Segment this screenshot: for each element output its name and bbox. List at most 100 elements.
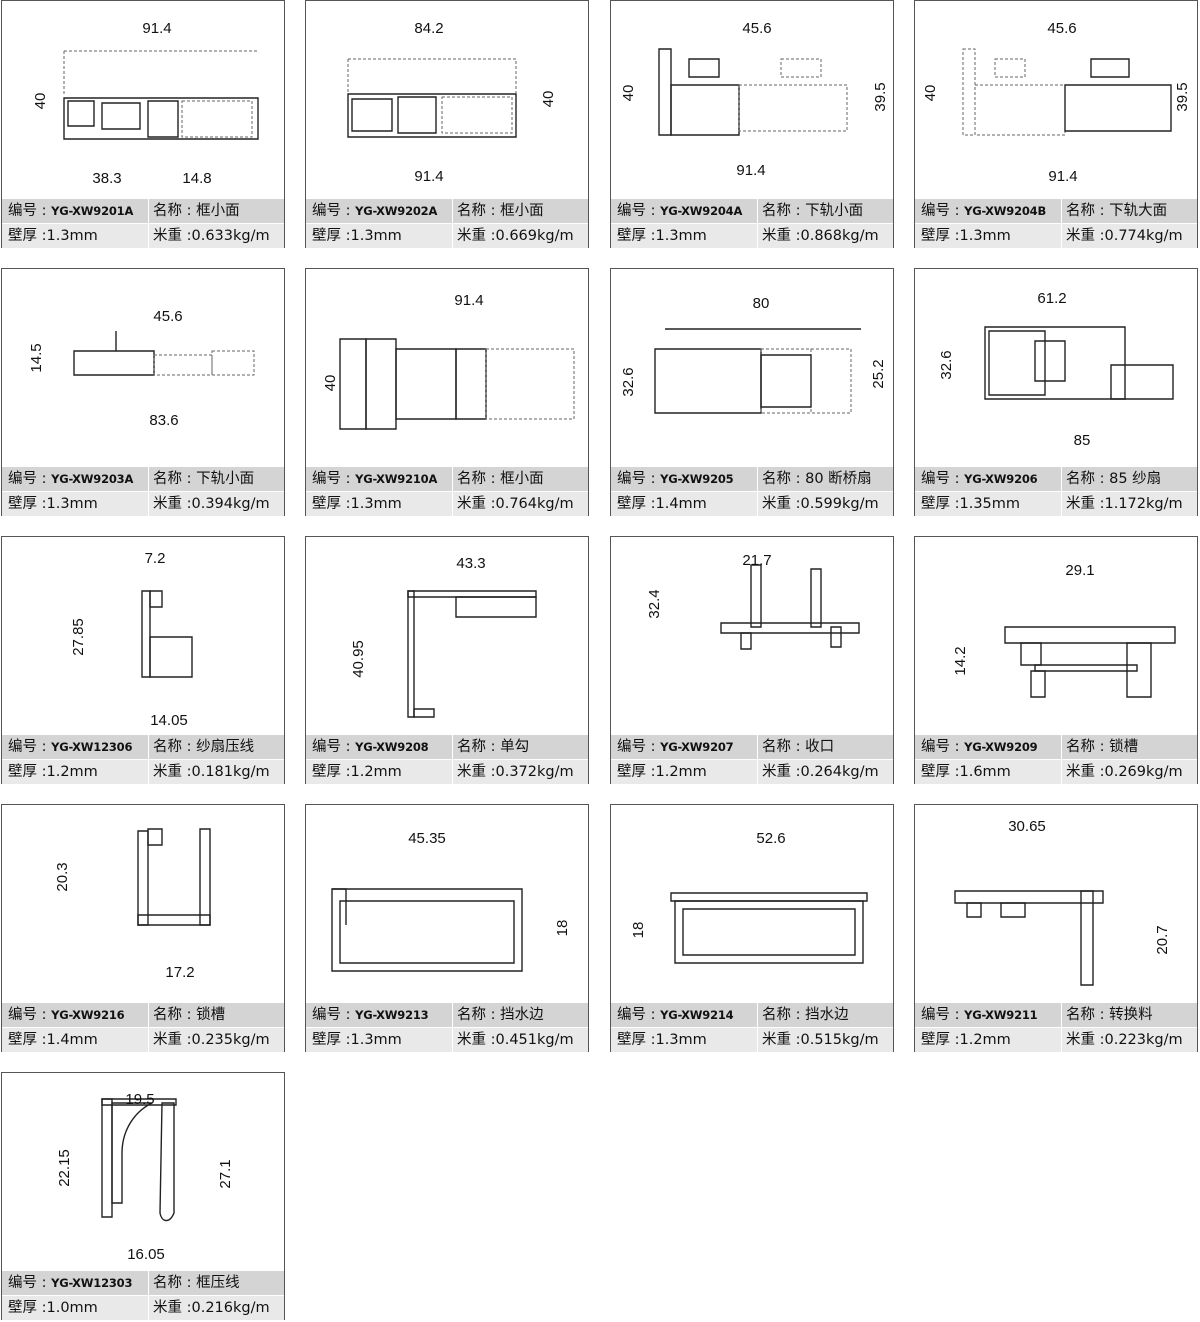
code-cell: 编号 : YG-XW9204B — [915, 199, 1061, 223]
mating-profile-outline — [780, 58, 822, 78]
wall-thickness: 1.35mm — [959, 496, 1021, 512]
profile-code: YG-XW9206 — [964, 472, 1038, 486]
profile-section-diagram: 29.114.2 — [952, 562, 1176, 698]
profile-outline — [395, 348, 457, 420]
profile-name: 80 断桥扇 — [805, 471, 872, 487]
weight-label: 米重 : — [153, 228, 192, 244]
meter-weight: 0.181kg/m — [191, 764, 270, 780]
dimension-label: 61.2 — [1037, 290, 1066, 307]
code-cell: 编号 : YG-XW9204A — [611, 199, 757, 223]
wall-thickness: 1.3mm — [350, 228, 402, 244]
dimension-label: 45.6 — [153, 308, 182, 325]
profile-outline — [101, 1098, 113, 1218]
weight-label: 米重 : — [153, 1032, 192, 1048]
weight-label: 米重 : — [1066, 1032, 1105, 1048]
weight-cell: 米重 :0.774kg/m — [1061, 224, 1197, 248]
profile-outline — [63, 97, 259, 140]
dimension-label: 52.6 — [756, 830, 785, 847]
weight-cell: 米重 :0.515kg/m — [757, 1028, 893, 1052]
code-label: 编号 : — [8, 1275, 52, 1291]
meter-weight: 0.216kg/m — [191, 1300, 270, 1316]
profile-section-diagram: 45.614.583.6 — [28, 308, 255, 429]
weight-label: 米重 : — [153, 764, 192, 780]
dimension-label: 40 — [922, 85, 939, 102]
name-label: 名称 : — [457, 1007, 501, 1023]
name-cell: 名称 : 下轨小面 — [757, 199, 893, 223]
profile-outline — [760, 354, 812, 408]
code-label: 编号 : — [921, 739, 965, 755]
wall-cell: 壁厚 :1.2mm — [611, 760, 757, 784]
code-cell: 编号 : YG-XW9205 — [611, 467, 757, 491]
profile-name: 锁槽 — [1109, 739, 1139, 755]
profile-outline — [1020, 642, 1042, 666]
wall-label: 壁厚 : — [312, 228, 351, 244]
profile-name: 框小面 — [500, 471, 544, 487]
profile-code: YG-XW9202A — [355, 204, 438, 218]
weight-cell: 米重 :1.172kg/m — [1061, 492, 1197, 516]
profile-outline — [670, 892, 868, 902]
wall-cell: 壁厚 :1.3mm — [611, 1028, 757, 1052]
profile-name: 框压线 — [196, 1275, 240, 1291]
code-cell: 编号 : YG-XW9214 — [611, 1003, 757, 1027]
profile-outline — [199, 828, 211, 926]
mating-profile-outline — [485, 348, 575, 420]
dimension-label: 39.5 — [1174, 82, 1191, 111]
wall-cell: 壁厚 :1.3mm — [915, 224, 1061, 248]
wall-thickness: 1.3mm — [350, 496, 402, 512]
code-cell: 编号 : YG-XW9213 — [306, 1003, 452, 1027]
wall-cell: 壁厚 :1.4mm — [2, 1028, 148, 1052]
mating-profile-outline — [994, 58, 1026, 78]
name-cell: 名称 : 框小面 — [452, 199, 588, 223]
name-cell: 名称 : 下轨大面 — [1061, 199, 1197, 223]
profile-outline — [1126, 642, 1152, 698]
wall-cell: 壁厚 :1.4mm — [611, 492, 757, 516]
wall-label: 壁厚 : — [8, 1300, 47, 1316]
profile-code: YG-XW9210A — [355, 472, 438, 486]
profile-code: YG-XW12303 — [51, 1276, 133, 1290]
weight-label: 米重 : — [153, 1300, 192, 1316]
weight-cell: 米重 :0.451kg/m — [452, 1028, 588, 1052]
profile-outline — [407, 590, 537, 598]
profile-name: 转换料 — [1109, 1007, 1153, 1023]
dimension-label: 84.2 — [414, 20, 443, 37]
name-label: 名称 : — [457, 203, 501, 219]
code-cell: 编号 : YG-XW9206 — [915, 467, 1061, 491]
dimension-label: 22.15 — [56, 1149, 73, 1187]
name-cell: 名称 : 单勾 — [452, 735, 588, 759]
profile-outline — [351, 98, 393, 132]
profile-outline — [339, 900, 515, 964]
dimension-label: 91.4 — [454, 292, 483, 309]
wall-label: 壁厚 : — [312, 496, 351, 512]
code-label: 编号 : — [921, 203, 965, 219]
mating-profile-outline — [181, 100, 253, 138]
dimension-label: 14.8 — [182, 170, 211, 187]
code-cell: 编号 : YG-XW9210A — [306, 467, 452, 491]
weight-cell: 米重 :0.264kg/m — [757, 760, 893, 784]
profile-outline — [331, 888, 523, 972]
